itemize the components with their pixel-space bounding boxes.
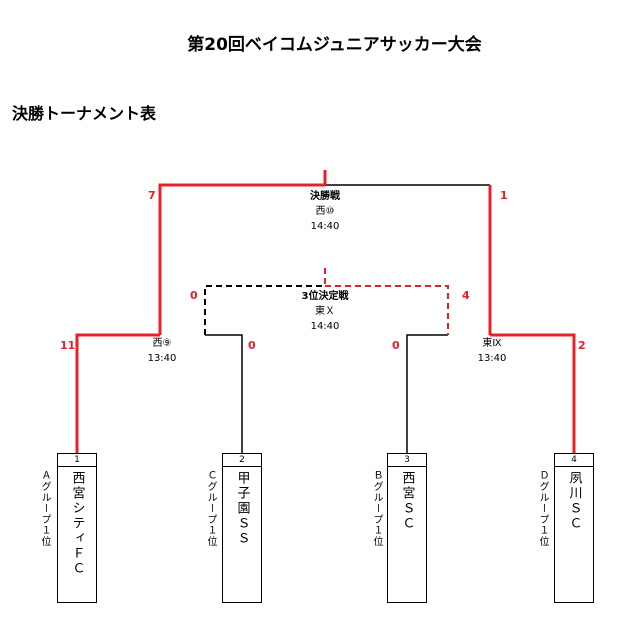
team-name: 甲子園ＳＳ <box>234 471 250 546</box>
third-time: 14:40 <box>310 321 340 332</box>
line-team4-up <box>490 333 576 453</box>
team-seed: 1 <box>58 454 96 467</box>
section-title: 決勝トーナメント表 <box>12 104 157 123</box>
semi-left-time: 13:40 <box>147 353 177 364</box>
team-group-2: Ｃグループ１位 <box>205 470 216 547</box>
semi-right-venue: 東Ⅸ <box>482 338 502 349</box>
line-third-right <box>325 285 449 335</box>
team-box-3: 3 西宮ＳＣ <box>387 453 427 603</box>
final-label: 決勝戦 <box>310 191 340 202</box>
team-seed: 3 <box>388 454 426 467</box>
line-team1-up <box>75 333 160 453</box>
team-name: 西宮シティＦＣ <box>69 471 85 576</box>
semi-right-time: 13:40 <box>477 353 507 364</box>
final-score-right: 1 <box>500 189 508 202</box>
team-name: 西宮ＳＣ <box>399 471 415 531</box>
team-group-4: Ｄグループ１位 <box>537 470 548 547</box>
team-box-2: 2 甲子園ＳＳ <box>222 453 262 603</box>
line-team2-up <box>205 334 243 453</box>
team-box-4: 4 夙川ＳＣ <box>554 453 594 603</box>
line-team3-up <box>406 334 448 453</box>
team-box-1: 1 西宮シティＦＣ <box>57 453 97 603</box>
third-label: 3位決定戦 <box>301 291 349 302</box>
page-title: 第20回ベイコムジュニアサッカー大会 <box>187 35 482 55</box>
final-venue: 西⑩ <box>315 206 335 217</box>
team-name: 夙川ＳＣ <box>566 471 582 531</box>
semi-left-score-left: 11 <box>60 339 76 352</box>
line-semi-left-up <box>158 183 325 335</box>
team-group-3: Ｂグループ１位 <box>371 470 382 547</box>
semi-right-score-right: 2 <box>578 339 586 352</box>
third-venue: 東Ｘ <box>315 306 335 317</box>
final-score-left: 7 <box>148 189 156 202</box>
third-score-left: 0 <box>190 289 198 302</box>
team-group-1: Ａグループ１位 <box>39 470 50 547</box>
final-time: 14:40 <box>310 221 340 232</box>
semi-left-venue: 西⑨ <box>152 338 172 349</box>
semi-left-score-right: 0 <box>248 339 256 352</box>
team-seed: 4 <box>555 454 593 467</box>
team-seed: 2 <box>223 454 261 467</box>
semi-right-score-left: 0 <box>392 339 400 352</box>
third-score-right: 4 <box>462 289 470 302</box>
